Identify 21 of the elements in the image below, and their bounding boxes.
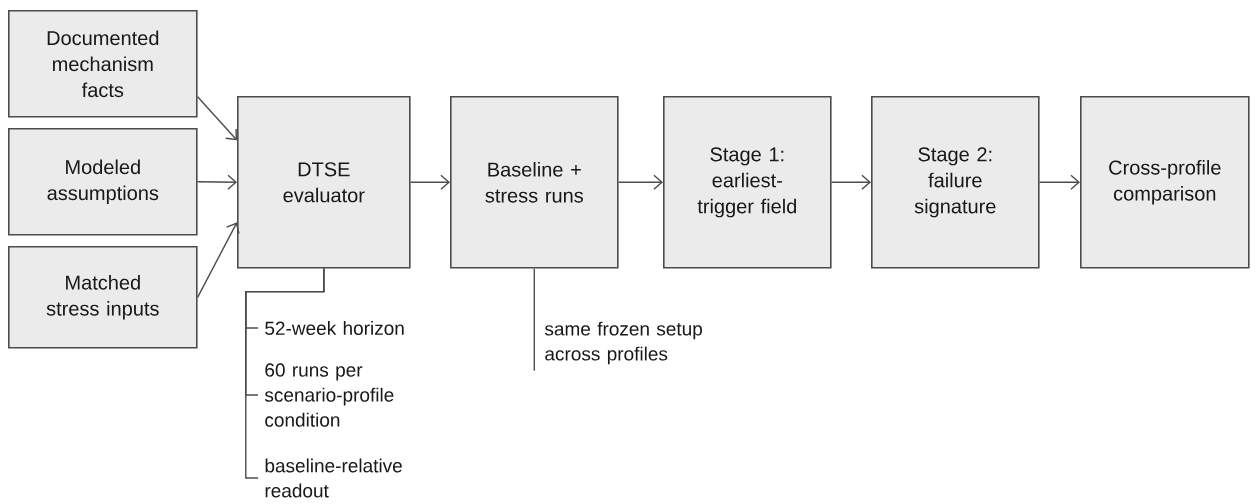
- arrow: [196, 174, 237, 190]
- arrow: [617, 174, 663, 190]
- process-box: Modeled assumptions: [8, 128, 198, 236]
- arrow: [1038, 174, 1080, 190]
- annotation-text: baseline-relative readout: [265, 458, 402, 498]
- arrow: [196, 222, 240, 298]
- process-box: Stage 2: failure signature: [871, 96, 1040, 269]
- process-box: Documented mechanism facts: [8, 10, 198, 118]
- process-box: Matched stress inputs: [8, 246, 198, 349]
- leader-line: [245, 267, 325, 479]
- process-box: Stage 1: earliest-trigger field: [663, 96, 832, 269]
- annotation-text: 60 runs per scenario-profile condition: [264, 363, 394, 427]
- process-box: DTSE evaluator: [237, 96, 411, 269]
- process-box: Baseline + stress runs: [450, 96, 619, 269]
- annotation-text: same frozen setup across profiles: [544, 321, 702, 365]
- leader-line: [533, 267, 535, 372]
- process-box: Cross-profile comparison: [1080, 96, 1250, 269]
- arrow: [196, 96, 237, 141]
- arrow: [830, 174, 871, 190]
- arrow: [409, 174, 450, 190]
- annotation-text: 52-week horizon: [265, 321, 404, 335]
